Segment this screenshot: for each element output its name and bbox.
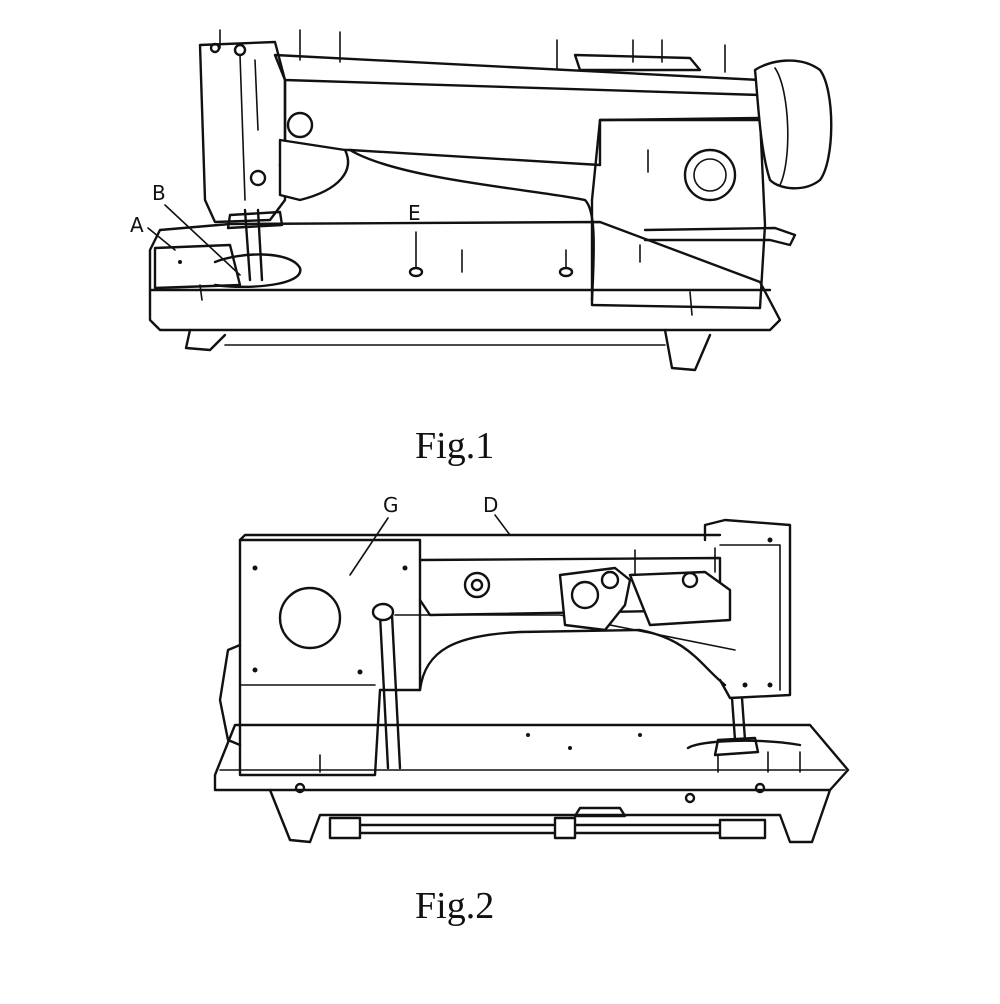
fig2-leader-d [494, 514, 511, 536]
fig1-presser-foot [226, 210, 284, 230]
fig1-caption: Fig.1 [415, 425, 494, 467]
fig1-handwheel-rim [774, 67, 789, 186]
fig2-caption: Fig.2 [415, 885, 494, 927]
fig2-oil-cap [463, 571, 491, 599]
fig2-bed-drain [684, 792, 696, 804]
fig1-oil-pointer-4 [199, 284, 203, 301]
fig2-lift-rod [394, 614, 736, 651]
fig2-knee-lifter-bar [328, 823, 742, 835]
fig2-knee-lifter-bracket-mid [553, 816, 577, 840]
fig2-screw-3 [252, 667, 258, 673]
fig2-bed-hinge-2 [754, 782, 766, 794]
fig2-bed-dot-3 [638, 733, 642, 737]
fig1-label-e: E [408, 201, 421, 225]
fig1-oil-pointer-5 [689, 291, 693, 316]
fig2-reverse-lever-knob [371, 602, 395, 622]
fig2-screw-2 [402, 565, 408, 571]
fig2-bed-outline [213, 723, 850, 792]
fig2-arm-underside [418, 628, 727, 692]
fig1-thread-guide [286, 111, 314, 139]
fig2-screw-1 [252, 565, 258, 571]
fig1-top-cover-plate [573, 53, 702, 72]
fig1-bed-right-foot [663, 328, 712, 372]
fig2-head [703, 518, 792, 700]
fig2-head-screw-1 [767, 537, 773, 543]
fig2-head-screw-3 [742, 682, 748, 688]
fig2-side-cover-window [278, 586, 342, 650]
fig2-knee-lifter-bracket-right [718, 818, 767, 840]
fig2-bed-dot-1 [526, 733, 530, 737]
figure-2-sewing-machine: G D Fig.2 [213, 493, 850, 927]
fig1-slide-dot [178, 260, 182, 264]
fig1-head [198, 40, 287, 224]
fig2-handwheel-edge [218, 643, 242, 747]
fig1-needle-bar [243, 208, 264, 282]
fig1-label-b: B [152, 181, 166, 205]
fig1-head-screw [209, 42, 221, 54]
fig1-arm-underside [348, 148, 595, 302]
fig1-tension-plate [278, 138, 350, 202]
fig1-bed-outline [148, 220, 782, 332]
fig2-head-screw-2 [767, 682, 773, 688]
fig2-knee-lifter-bracket-left [328, 816, 362, 840]
fig2-tension-guide [600, 570, 620, 590]
fig2-reverse-lever [378, 613, 402, 770]
fig2-base-center-plate [573, 806, 627, 818]
fig2-label-g: G [383, 493, 399, 517]
fig2-oil-cap-center [470, 578, 484, 592]
fig1-bed-left-foot [184, 328, 227, 352]
fig1-stitch-dial-inner [693, 158, 727, 192]
fig1-needle-plate [213, 253, 302, 289]
fig1-oil-hole-2 [558, 266, 574, 278]
fig1-oil-hole-1 [408, 266, 424, 278]
fig2-label-d: D [483, 493, 498, 517]
fig2-pillar-top [238, 533, 722, 542]
fig2-leader-g [349, 517, 389, 576]
fig1-pillar [590, 116, 767, 310]
fig1-stitch-dial [683, 148, 737, 202]
fig1-handwheel [753, 59, 833, 190]
fig1-slide-plate [153, 243, 242, 290]
fig2-bed-hinge-1 [294, 782, 306, 794]
fig1-bobbin-winder [249, 169, 267, 187]
figure-1-sewing-machine: A B E Fig.1 [130, 29, 833, 467]
fig1-leader-b [164, 204, 241, 276]
fig2-tension-disc [570, 580, 600, 610]
fig1-leader-a [147, 227, 176, 251]
fig1-stitch-lever [643, 226, 797, 247]
fig1-label-a: A [130, 213, 144, 237]
fig2-head-face [719, 544, 781, 691]
fig2-pillar [238, 538, 422, 777]
fig2-needle-bar [730, 696, 747, 742]
fig1-arm-top [273, 53, 762, 97]
fig2-feed-mechanism [628, 570, 732, 627]
fig2-mech-screw [681, 571, 699, 589]
fig1-head-knob [233, 43, 247, 57]
fig2-bed-dot-2 [568, 746, 572, 750]
fig2-screw-4 [357, 669, 363, 675]
fig2-base [268, 788, 832, 844]
fig2-needle-plate [686, 739, 802, 750]
fig1-head-inner [239, 54, 259, 201]
